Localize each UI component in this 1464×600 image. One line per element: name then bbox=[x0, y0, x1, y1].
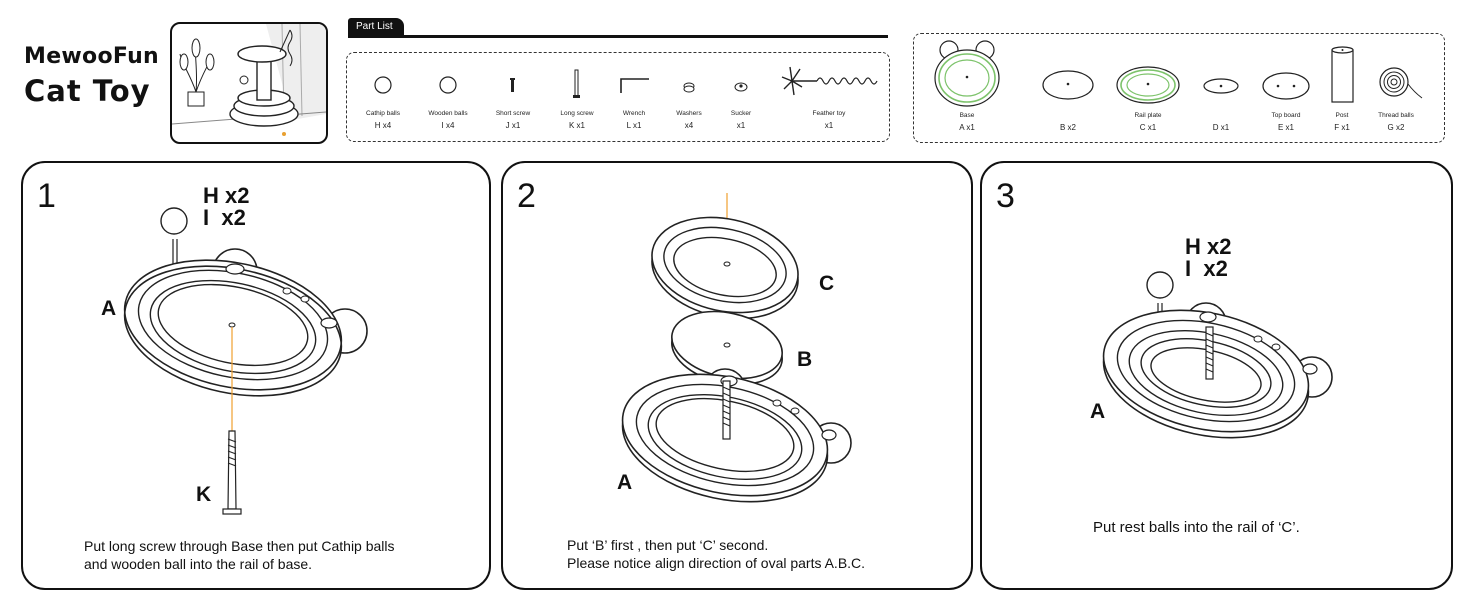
part-qty: L x1 bbox=[626, 121, 642, 130]
part-name: Long screw bbox=[560, 110, 594, 117]
part-qty: F x1 bbox=[1334, 123, 1350, 132]
ball-icon bbox=[1146, 271, 1174, 299]
post-icon bbox=[1331, 46, 1354, 103]
long-screw-icon bbox=[573, 69, 580, 98]
short-screw-icon bbox=[510, 78, 515, 92]
part-list-rule bbox=[348, 35, 888, 38]
product-thumbnail bbox=[170, 22, 328, 144]
part-qty: B x2 bbox=[1059, 123, 1076, 132]
label-a: A bbox=[1090, 400, 1106, 423]
large-parts-box: Base A x1 B x2 Rail plate C x1 D x1 Top … bbox=[913, 33, 1445, 143]
feather-toy-icon bbox=[781, 66, 878, 96]
part-name: Short screw bbox=[495, 110, 531, 117]
thread-ball-icon bbox=[1379, 67, 1423, 99]
step-2-diagram bbox=[621, 193, 852, 503]
part-name: Wooden balls bbox=[428, 110, 468, 117]
part-qty: H x4 bbox=[374, 121, 392, 130]
part-list-tab: Part List bbox=[348, 18, 404, 35]
step-number: 2 bbox=[517, 177, 536, 215]
product-title: Cat Toy bbox=[24, 74, 151, 108]
step-3-diagram bbox=[1102, 271, 1333, 439]
step-number: 1 bbox=[37, 177, 56, 215]
step-1-qty-i: I x2 bbox=[203, 205, 246, 230]
step-3-qty-i: I x2 bbox=[1185, 256, 1228, 281]
rail-plate-icon bbox=[1116, 66, 1180, 104]
step-2-caption-line1: Put ‘B’ first , then put ‘C’ second. bbox=[567, 537, 769, 553]
part-qty: J x1 bbox=[505, 121, 521, 130]
small-oval-icon bbox=[1203, 78, 1239, 94]
label-c: C bbox=[819, 272, 835, 295]
ball-icon bbox=[160, 207, 188, 235]
step-1-panel: 1 H x2 I x2 A K Pu bbox=[21, 161, 491, 590]
part-qty: x1 bbox=[736, 121, 746, 130]
base-drawing bbox=[123, 248, 368, 397]
part-qty: x1 bbox=[824, 121, 834, 130]
step-3-qty-h: H x2 bbox=[1185, 234, 1232, 259]
part-name: Sucker bbox=[730, 110, 752, 117]
oval-board-drawing bbox=[671, 310, 783, 386]
label-b: B bbox=[797, 348, 813, 371]
step-3-panel: 3 H x2 I x2 A Put rest balls into the ra… bbox=[980, 161, 1453, 590]
top-board-icon bbox=[1262, 72, 1310, 100]
step-1-caption-line2: and wooden ball into the rail of base. bbox=[84, 556, 313, 572]
step-number: 3 bbox=[996, 177, 1015, 215]
part-qty: A x1 bbox=[959, 123, 975, 132]
part-qty: K x1 bbox=[568, 121, 585, 130]
part-name: Washers bbox=[676, 110, 702, 117]
small-parts-icons bbox=[374, 66, 878, 98]
long-screw-drawing bbox=[222, 430, 242, 515]
wooden-ball-icon bbox=[439, 76, 457, 94]
oval-board-icon bbox=[1042, 70, 1094, 100]
part-name: Thread balls bbox=[1378, 112, 1414, 119]
part-name: Rail plate bbox=[1134, 112, 1162, 119]
catnip-ball-icon bbox=[374, 76, 392, 94]
label-k: K bbox=[196, 483, 212, 506]
screw-shaft-drawing bbox=[1205, 326, 1214, 380]
label-a: A bbox=[101, 297, 117, 320]
part-name: Wrench bbox=[622, 110, 646, 117]
brand-name: MewooFun bbox=[24, 44, 160, 69]
step-1-caption-line1: Put long screw through Base then put Cat… bbox=[84, 538, 395, 554]
base-icon bbox=[934, 40, 1000, 107]
part-name: Top board bbox=[1271, 112, 1301, 119]
step-1-qty-h: H x2 bbox=[203, 183, 250, 208]
part-name: Cathip balls bbox=[366, 110, 400, 117]
step-2-caption-line2: Please notice align direction of oval pa… bbox=[567, 555, 866, 571]
part-name: Feather toy bbox=[812, 110, 846, 117]
screw-shaft-drawing bbox=[722, 380, 731, 440]
part-qty: x4 bbox=[684, 121, 694, 130]
large-parts-icons bbox=[934, 40, 1423, 107]
part-qty: E x1 bbox=[1277, 123, 1294, 132]
small-parts-box: Cathip balls H x4 Wooden balls I x4 Shor… bbox=[346, 52, 890, 142]
part-qty: C x1 bbox=[1139, 123, 1157, 132]
base-drawing bbox=[621, 368, 852, 503]
part-name: Base bbox=[959, 112, 975, 119]
step-1-diagram bbox=[123, 207, 368, 515]
part-name: Post bbox=[1335, 112, 1349, 119]
washer-icon bbox=[683, 82, 695, 93]
sucker-icon bbox=[734, 82, 748, 92]
wrench-icon bbox=[620, 78, 649, 93]
label-a: A bbox=[617, 471, 633, 494]
step-2-panel: 2 bbox=[501, 161, 973, 590]
cat-tower-illustration bbox=[172, 24, 326, 136]
part-qty: I x4 bbox=[441, 121, 455, 130]
rail-plate-drawing bbox=[651, 216, 799, 320]
part-qty: G x2 bbox=[1387, 123, 1405, 132]
step-3-caption: Put rest balls into the rail of ‘C’. bbox=[1093, 519, 1300, 536]
part-qty: D x1 bbox=[1212, 123, 1230, 132]
